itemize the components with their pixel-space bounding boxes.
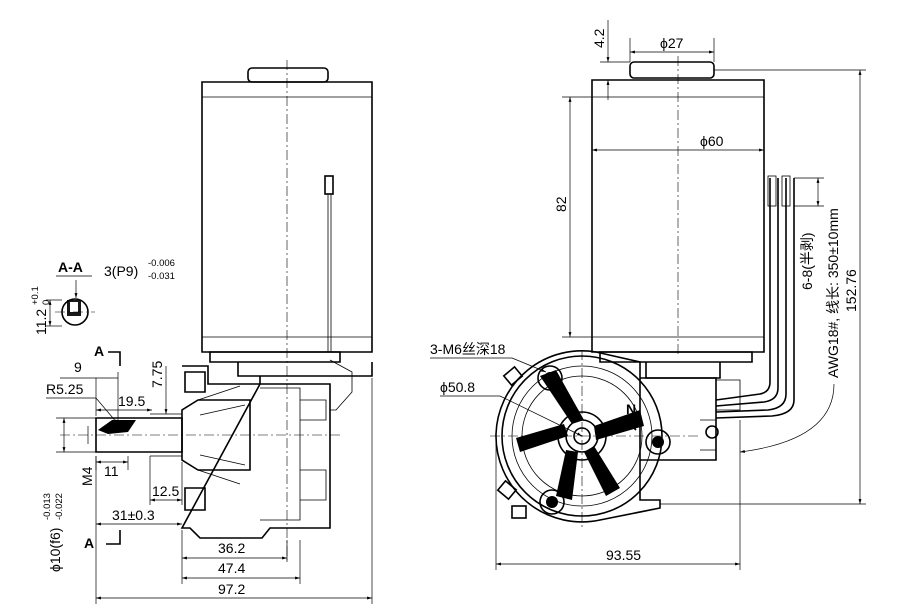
section-a-a: A-A 3(P9) -0.006 -0.031 11.2 +0.1 0 — [30, 258, 175, 335]
key-tol-lower: -0.031 — [148, 271, 175, 282]
dim-19-5: 19.5 — [118, 393, 145, 409]
key-tol-upper: -0.006 — [148, 258, 175, 269]
dim-82: 82 — [553, 196, 569, 212]
gear-housing — [490, 350, 700, 530]
key-width-text: 3(P9) — [104, 263, 138, 279]
svg-text:0: 0 — [41, 300, 52, 305]
motor-end-cap — [247, 67, 329, 83]
dim-93-55: 93.55 — [606, 547, 641, 563]
dim-shaft-diameter: ϕ10(f6) -0.013 -0.022 — [42, 493, 65, 572]
dim-phi27: ϕ27 — [660, 35, 684, 51]
dim-12-5: 12.5 — [152, 483, 179, 499]
dim-47-4: 47.4 — [218, 560, 245, 576]
front-motor-cap — [629, 61, 715, 79]
dim-7-75: 7.75 — [149, 361, 165, 388]
key-width-label: 3(P9) -0.006 -0.031 — [104, 258, 175, 282]
dim-strip-length: 6-8(半剥) — [799, 232, 815, 290]
dim-m4: M4 — [79, 466, 95, 486]
cut-mark-top: A — [94, 343, 104, 359]
cut-mark-bottom: A — [84, 535, 94, 551]
rotation-mark: N — [626, 401, 636, 417]
dim-11: 11 — [104, 463, 119, 479]
section-title: A-A — [58, 259, 83, 275]
svg-text:11.2: 11.2 — [33, 309, 49, 335]
side-view: A A — [42, 60, 373, 604]
dim-3-m6: 3-M6丝深18 — [430, 341, 506, 357]
dim-31: 31±0.3 — [112, 507, 155, 523]
front-view: N 4.2 ϕ27 ϕ60 82 152.76 — [430, 20, 866, 570]
dim-36-2: 36.2 — [218, 540, 245, 556]
gearbox-body — [180, 365, 331, 539]
dim-9: 9 — [74, 359, 82, 375]
dim-4-2: 4.2 — [591, 28, 607, 48]
dim-r525: R5.25 — [46, 381, 84, 397]
svg-text:-0.013: -0.013 — [42, 493, 53, 520]
motor-body — [201, 81, 373, 353]
wire-spec: AWG18#, 线长: 350±10mm — [825, 208, 841, 378]
svg-text:-0.022: -0.022 — [54, 493, 65, 520]
svg-text:+0.1: +0.1 — [30, 286, 41, 305]
dim-97-2: 97.2 — [218, 581, 245, 597]
dim-152-76: 152.76 — [843, 269, 859, 312]
dim-phi60: ϕ60 — [700, 133, 724, 149]
dim-phi50-8: ϕ50.8 — [440, 379, 475, 395]
svg-text:ϕ10(f6): ϕ10(f6) — [47, 528, 63, 572]
front-motor-body — [591, 79, 765, 353]
section-height-label: 11.2 +0.1 0 — [30, 286, 52, 335]
